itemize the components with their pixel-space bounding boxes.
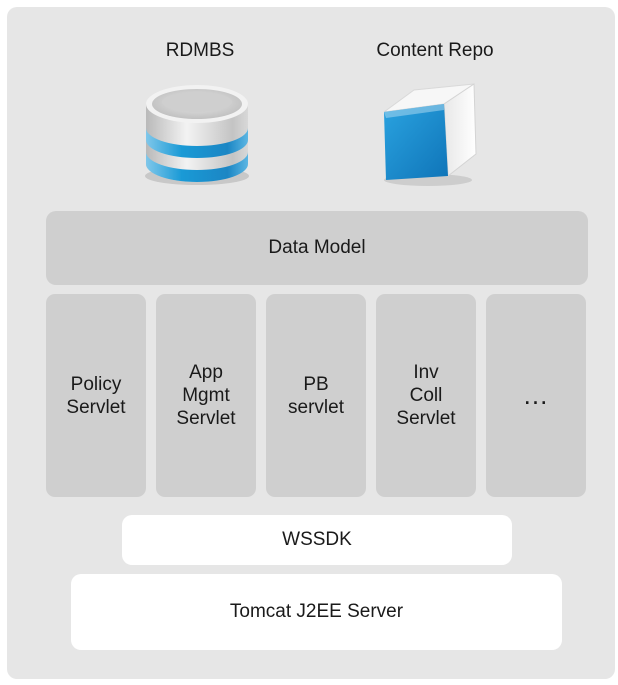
policy-servlet: Policy Servlet <box>46 294 146 497</box>
wssdk-layer: WSSDK <box>122 515 512 565</box>
cube-icon <box>383 83 477 186</box>
pb-servlet: PB servlet <box>266 294 366 497</box>
more-servlets: ... <box>486 294 586 497</box>
rdbms-label: RDMBS <box>165 40 235 61</box>
content-repo-label: Content Repo <box>376 40 494 61</box>
inv-coll-servlet: Inv Coll Servlet <box>376 294 476 497</box>
tomcat-server-layer: Tomcat J2EE Server <box>71 574 562 650</box>
app-mgmt-servlet: App Mgmt Servlet <box>156 294 256 497</box>
database-icon <box>145 85 249 185</box>
data-model-layer: Data Model <box>46 211 588 285</box>
